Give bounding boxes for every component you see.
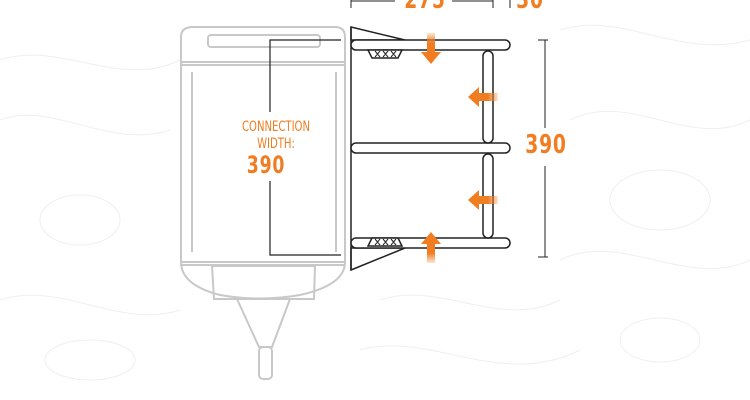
topographic-background xyxy=(0,24,750,381)
connection-width-bracket xyxy=(269,39,341,256)
connection-width-value: 390 xyxy=(246,151,286,179)
entrance-arrow-right-lower xyxy=(468,190,498,210)
connection-width-label: CONNECTION xyxy=(241,119,311,135)
entrance-arrow-bottom xyxy=(421,232,441,263)
depth-dimension-label: 275 xyxy=(404,0,446,15)
awning-beam-middle xyxy=(350,142,511,154)
height-dimension-label: 390 xyxy=(525,130,567,160)
dimension-lines xyxy=(350,0,548,258)
entrance-arrow-top xyxy=(421,33,441,64)
caravan-outline xyxy=(180,26,346,380)
extra-dimension-label: 30 xyxy=(516,0,544,15)
connection-width-label-2: WIDTH: xyxy=(257,136,295,152)
entrance-arrow-right-upper xyxy=(468,87,498,107)
